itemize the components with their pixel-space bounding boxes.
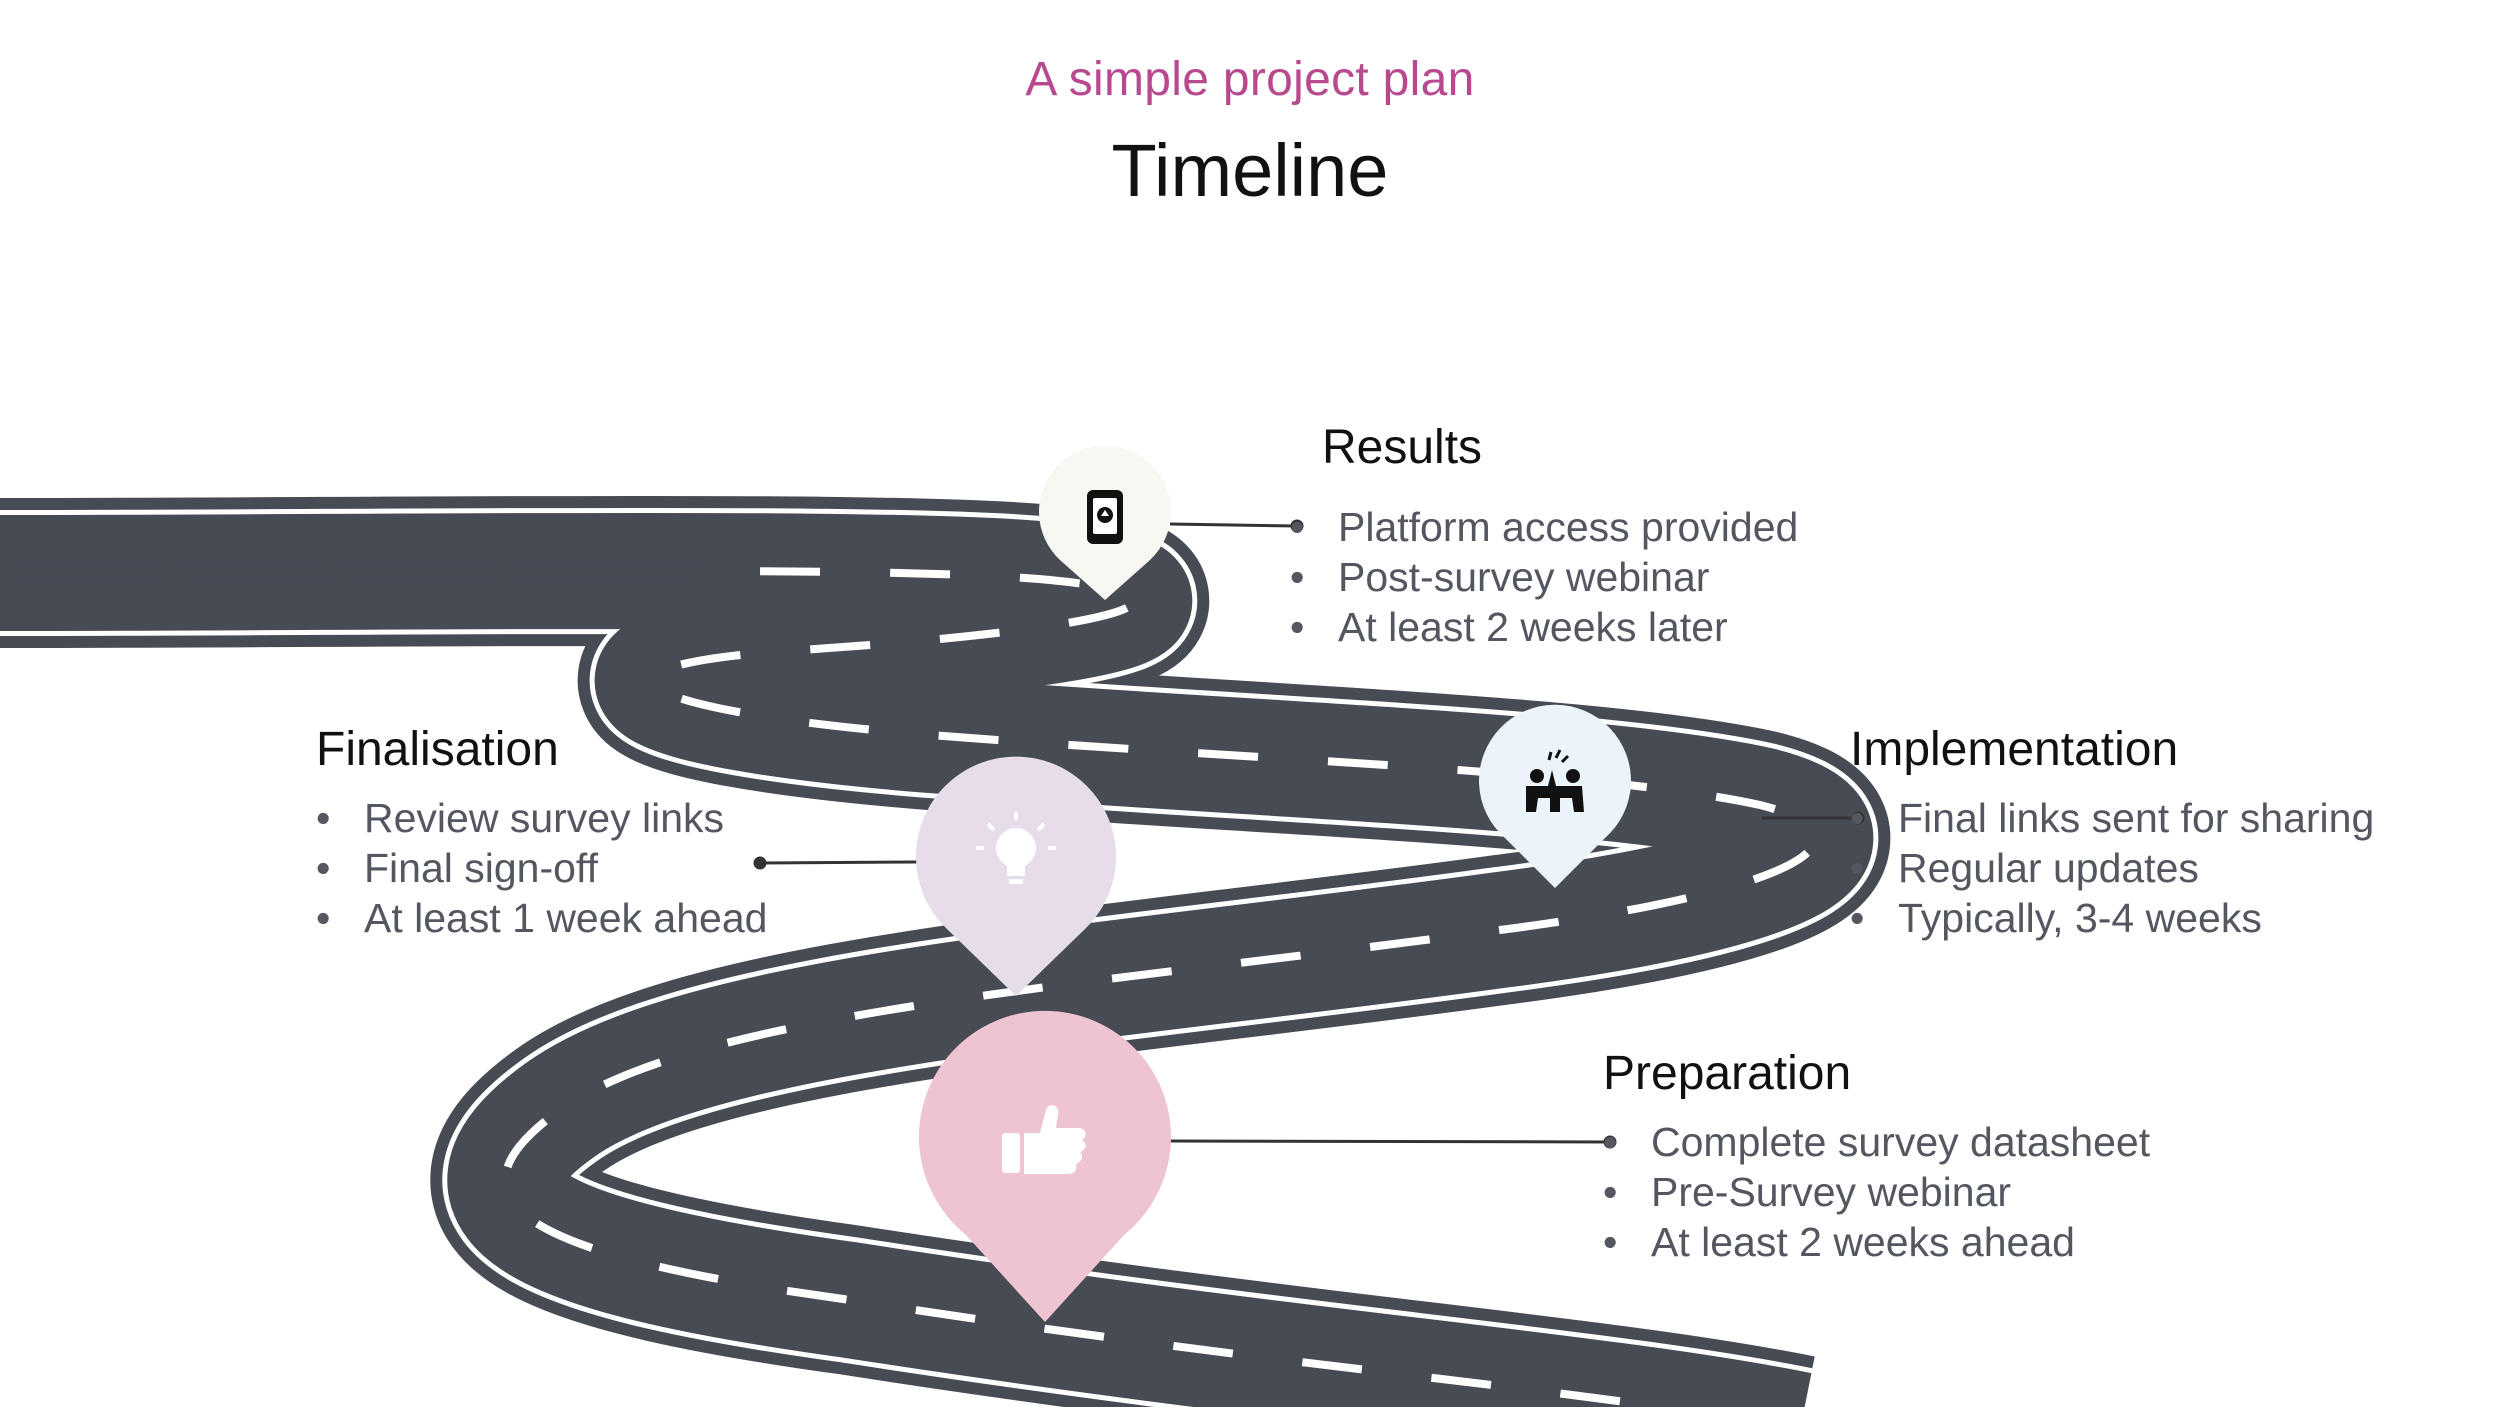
preparation-title: Preparation <box>1603 1047 1852 1100</box>
thumbs-up-icon <box>1002 1105 1086 1174</box>
list-item: Regular updates <box>1850 843 2374 893</box>
list-item: At least 1 week ahead <box>316 893 767 943</box>
lightbulb-icon <box>976 812 1056 884</box>
results-title: Results <box>1322 421 1483 474</box>
winding-road <box>0 495 1889 1407</box>
finalisation-pin-shape <box>916 756 1116 996</box>
smartphone-icon <box>1087 490 1123 544</box>
road-center-dashes <box>0 566 1820 1407</box>
preparation-pin <box>919 1010 1171 1322</box>
list-item: Pre-Survey webinar <box>1603 1167 2150 1217</box>
finalisation-connector <box>759 860 918 865</box>
results-pin <box>1039 445 1171 600</box>
implementation-list: Final links sent for sharing Regular upd… <box>1850 793 2374 943</box>
implementation-pin <box>1479 704 1631 888</box>
list-item: Complete survey datasheet <box>1603 1117 2150 1167</box>
list-item: Review survey links <box>316 793 767 843</box>
list-item: Final links sent for sharing <box>1850 793 2374 843</box>
list-item: Final sign-off <box>316 843 767 893</box>
list-item: Platform access provided <box>1290 502 1798 552</box>
list-item: At least 2 weeks later <box>1290 602 1798 652</box>
preparation-connector <box>1169 1139 1611 1144</box>
road-far-tail <box>0 562 701 582</box>
list-item: Typically, 3-4 weeks <box>1850 893 2374 943</box>
finalisation-title: Finalisation <box>316 723 559 776</box>
page-subtitle: A simple project plan <box>1025 53 1475 106</box>
finalisation-pin <box>916 756 1116 996</box>
implementation-title: Implementation <box>1850 723 2179 776</box>
results-list: Platform access provided Post-survey web… <box>1290 502 1798 652</box>
results-connector <box>1169 522 1298 528</box>
list-item: Post-survey webinar <box>1290 552 1798 602</box>
page-title: Timeline <box>1111 129 1389 212</box>
list-item: At least 2 weeks ahead <box>1603 1217 2150 1267</box>
preparation-list: Complete survey datasheet Pre-Survey web… <box>1603 1117 2150 1267</box>
high-five-icon <box>1526 749 1584 812</box>
finalisation-list: Review survey links Final sign-off At le… <box>316 793 767 943</box>
